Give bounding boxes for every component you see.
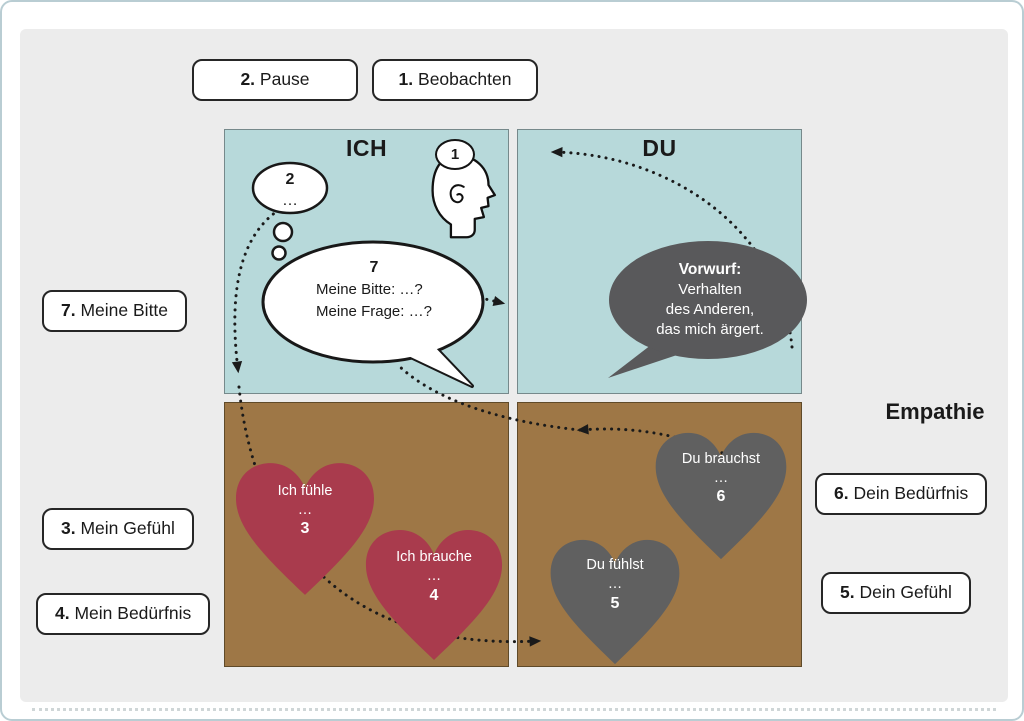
listening-head <box>422 152 500 240</box>
heart-dein-beduerfnis: Du brauchst … 6 <box>650 430 792 562</box>
request-bubble-line1: Meine Bitte: …? <box>316 280 423 298</box>
vorwurf-line1: Verhalten <box>678 281 742 299</box>
thought-bubble-number: 2 <box>285 171 295 188</box>
thought-bubble-dots: … <box>282 191 298 209</box>
heart-dots: … <box>426 567 442 584</box>
next-section-edge <box>32 708 996 719</box>
vorwurf-line3: das mich ärgert. <box>656 321 764 339</box>
label-beobachten-num: 1. <box>398 69 414 89</box>
quadrant-du-title: DU <box>642 135 677 161</box>
label-dein-gefuehl-text: Dein Gefühl <box>859 582 952 602</box>
heart-line: Du brauchst <box>681 450 761 467</box>
empathie-heading: Empathie <box>885 399 985 424</box>
label-mein-gefuehl-text: Mein Gefühl <box>80 518 175 538</box>
vorwurf-bubble-text: Vorwurf: Verhalten des Anderen, das mich… <box>622 260 798 340</box>
heart-dots: … <box>297 501 313 518</box>
label-mein-beduerfnis-num: 4. <box>55 603 70 623</box>
label-mein-beduerfnis: 4. Mein Bedürfnis <box>36 593 211 635</box>
heart-icon <box>550 539 680 665</box>
heart-number: 3 <box>300 520 310 538</box>
thought-bubble-text: 2 … <box>254 170 326 212</box>
label-dein-gefuehl: 5. Dein Gefühl <box>821 572 971 614</box>
label-meine-bitte-num: 7. <box>61 300 76 320</box>
heart-line: Ich fühle <box>277 482 333 499</box>
vorwurf-title: Vorwurf: <box>678 261 742 278</box>
label-pause-num: 2. <box>240 69 256 89</box>
heart-mein-beduerfnis-text: Ich brauche … 4 <box>360 527 508 663</box>
heart-dots: … <box>713 469 729 486</box>
label-dein-beduerfnis-num: 6. <box>834 483 849 503</box>
label-dein-gefuehl-num: 5. <box>840 582 855 602</box>
request-bubble-text: 7 Meine Bitte: …? Meine Frage: …? <box>283 258 465 322</box>
heart-mein-gefuehl: Ich fühle … 3 <box>230 460 380 598</box>
label-dein-beduerfnis-text: Dein Bedürfnis <box>853 483 969 503</box>
label-beobachten-text: Beobachten <box>418 69 512 89</box>
head-step-badge: 1 <box>435 139 475 170</box>
label-pause: 2. Pause <box>192 59 358 101</box>
label-mein-gefuehl: 3. Mein Gefühl <box>42 508 194 550</box>
label-meine-bitte-text: Meine Bitte <box>80 300 169 320</box>
heart-number: 4 <box>429 586 439 604</box>
label-dein-beduerfnis: 6. Dein Bedürfnis <box>815 473 988 515</box>
label-beobachten: 1. Beobachten <box>372 59 538 101</box>
heart-mein-beduerfnis: Ich brauche … 4 <box>360 527 508 663</box>
heart-mein-gefuehl-text: Ich fühle … 3 <box>230 460 380 598</box>
heart-number: 5 <box>610 594 620 612</box>
label-mein-gefuehl-num: 3. <box>61 518 76 538</box>
head-step-number: 1 <box>450 146 460 163</box>
quadrant-ich-title: ICH <box>345 135 388 161</box>
heart-dein-gefuehl-text: Du fühlst … 5 <box>545 537 685 667</box>
heart-number: 6 <box>716 488 726 506</box>
label-pause-text: Pause <box>259 69 310 89</box>
heart-line: Du fühlst <box>586 556 644 573</box>
label-mein-beduerfnis-text: Mein Bedürfnis <box>74 603 192 623</box>
request-bubble-number: 7 <box>369 259 379 276</box>
ear-icon <box>449 184 465 204</box>
heart-dein-beduerfnis-text: Du brauchst … 6 <box>650 430 792 562</box>
heart-dots: … <box>607 575 623 592</box>
label-meine-bitte: 7. Meine Bitte <box>42 290 188 332</box>
heart-dein-gefuehl: Du fühlst … 5 <box>545 537 685 667</box>
request-bubble-line2: Meine Frage: …? <box>316 302 432 320</box>
head-profile-icon <box>431 154 497 239</box>
vorwurf-line2: des Anderen, <box>665 301 755 319</box>
heart-line: Ich brauche <box>396 549 472 565</box>
